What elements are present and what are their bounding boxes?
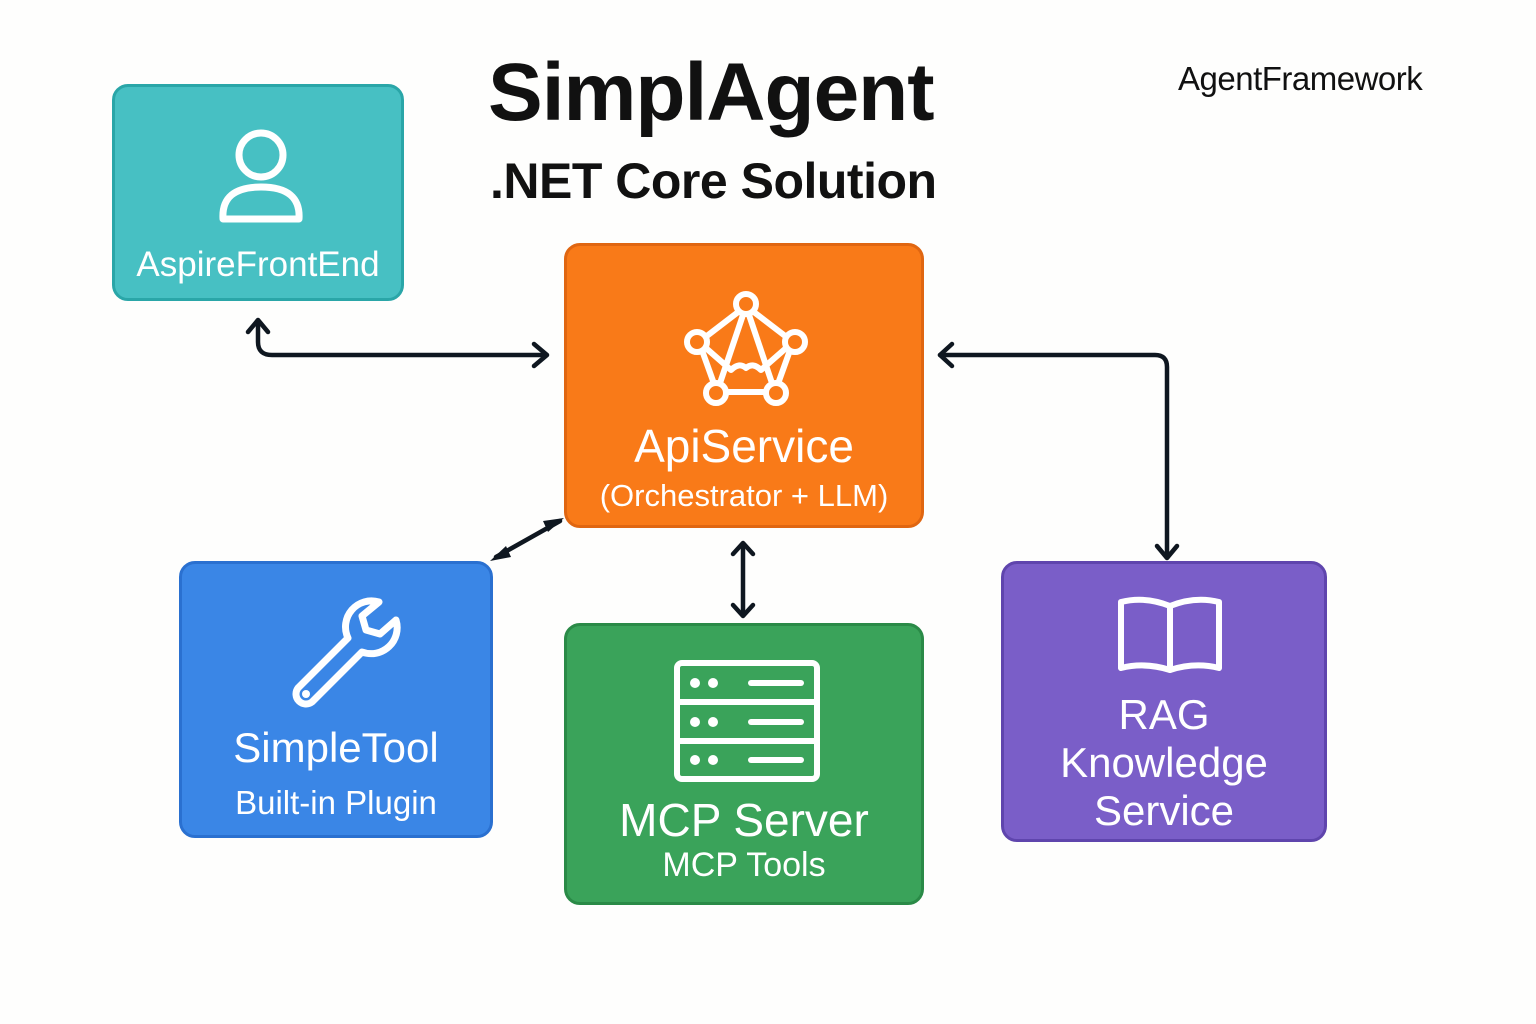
node-label: ApiService (634, 420, 854, 472)
book-icon (1118, 596, 1222, 673)
diagram-subtitle: .NET Core Solution (490, 153, 937, 209)
arrowhead-tool (490, 546, 511, 561)
arrowhead-api-left (531, 341, 550, 369)
node-simple-tool: SimpleTool Built-in Plugin (179, 561, 493, 838)
node-label-line-2: Knowledge (1060, 739, 1268, 786)
connector-api-rag (937, 352, 1170, 560)
node-label-line-1: RAG (1118, 691, 1210, 738)
arrowhead-rag (1154, 543, 1180, 561)
node-label: MCP Server (619, 794, 869, 846)
arrowhead-mcp-top (730, 540, 756, 557)
node-sublabel: MCP Tools (662, 846, 826, 884)
node-aspire-frontend: AspireFrontEnd (112, 84, 404, 301)
arrowhead-api-diag (543, 518, 564, 532)
node-sublabel: Built-in Plugin (235, 784, 437, 821)
connector-frontend-api (255, 319, 549, 358)
diagram-title: SimplAgent (488, 47, 935, 138)
node-label: AspireFrontEnd (136, 245, 380, 284)
arrowhead-frontend (245, 317, 271, 335)
node-mcp-server: MCP Server MCP Tools (564, 623, 924, 905)
network-icon (684, 291, 808, 406)
arrowhead-mcp-bottom (730, 602, 756, 619)
node-rag-knowledge-service: RAG Knowledge Service (1001, 561, 1327, 842)
user-icon (219, 129, 303, 223)
wrench-icon (292, 597, 401, 708)
node-api-service: ApiService (Orchestrator + LLM) (564, 243, 924, 528)
server-icon (674, 660, 820, 782)
node-label: SimpleTool (233, 724, 439, 771)
arrowhead-api-right (937, 341, 955, 369)
framework-label: AgentFramework (1178, 60, 1423, 97)
node-sublabel: (Orchestrator + LLM) (599, 478, 889, 513)
node-label-line-3: Service (1093, 787, 1235, 834)
